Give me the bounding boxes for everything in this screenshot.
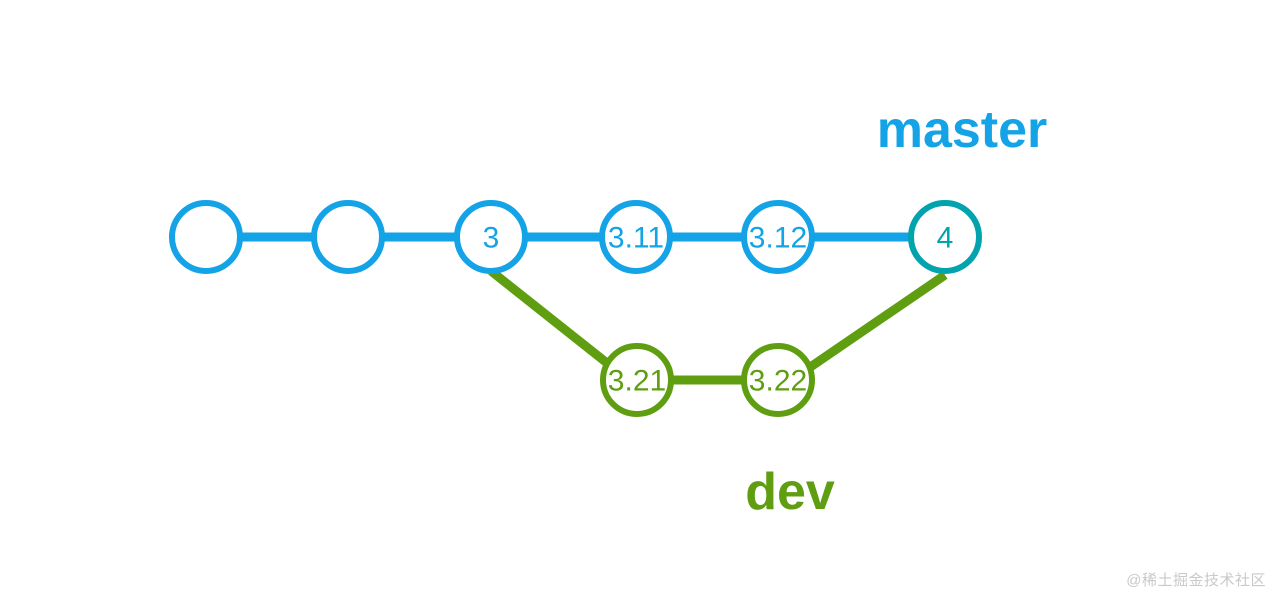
commit-node-c312[interactable]: 3.12 — [741, 200, 815, 274]
commit-node-c4[interactable]: 4 — [908, 200, 982, 274]
commit-label: 3 — [483, 222, 500, 255]
commit-node-c321[interactable]: 3.21 — [600, 343, 674, 417]
commit-circle — [741, 200, 815, 274]
nodes-layer: 3 3.11 3.12 4 3.21 3.22 — [169, 200, 982, 417]
edges-layer — [240, 232, 948, 385]
branch-label-master: master — [877, 101, 1048, 159]
branch-label-dev: dev — [745, 463, 835, 521]
commit-circle — [599, 200, 673, 274]
commit-node-c311[interactable]: 3.11 — [599, 200, 673, 274]
commit-label: 3.12 — [749, 222, 807, 255]
commit-circle — [741, 343, 815, 417]
watermark: @稀土掘金技术社区 — [1126, 572, 1266, 589]
commit-label: 3.21 — [608, 365, 666, 398]
commit-label: 3.11 — [608, 222, 664, 255]
commit-circle — [454, 200, 528, 274]
commit-node-c322[interactable]: 3.22 — [741, 343, 815, 417]
edge-c3-to-c321 — [488, 267, 615, 371]
commit-label: 4 — [937, 222, 954, 255]
commit-node-c2[interactable] — [311, 200, 385, 274]
edge-c322-to-c4 — [803, 271, 948, 374]
commit-circle — [600, 343, 674, 417]
commit-circle — [169, 200, 243, 274]
commit-circle — [908, 200, 982, 274]
commit-node-c3[interactable]: 3 — [454, 200, 528, 274]
commit-circle — [311, 200, 385, 274]
commit-label: 3.22 — [749, 365, 807, 398]
commit-node-c1[interactable] — [169, 200, 243, 274]
branch-labels-layer: master dev — [745, 101, 1047, 521]
